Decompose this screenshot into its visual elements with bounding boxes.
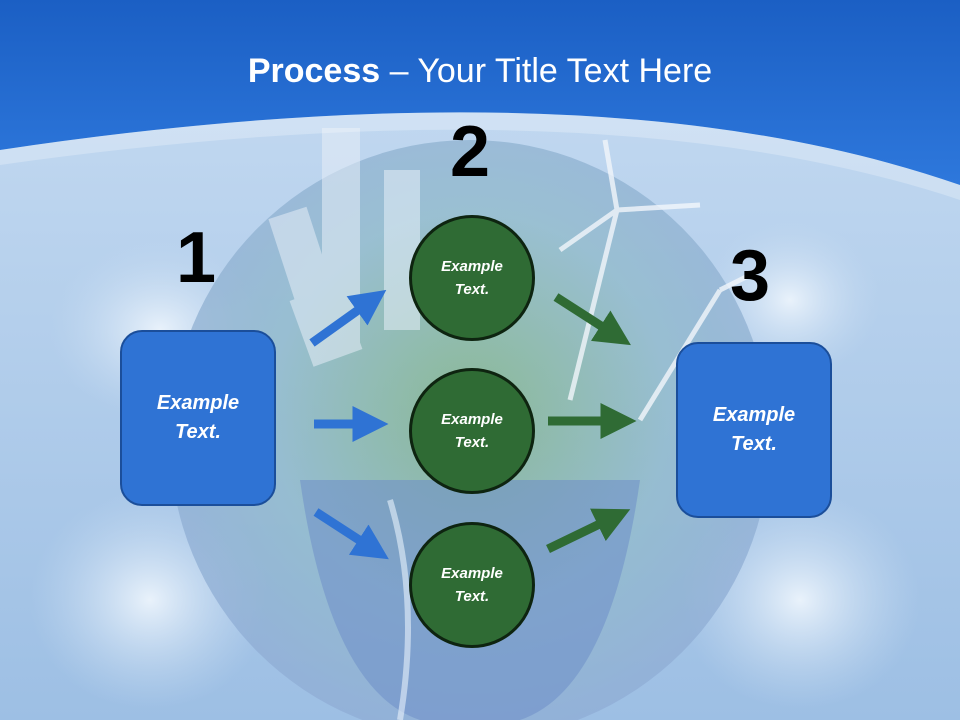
circle-middle-label: Example Text.	[441, 411, 503, 451]
arrow-green-up	[546, 508, 631, 554]
title-bold: Process	[247, 52, 381, 90]
circle-bottom-label: Example Text.	[441, 565, 503, 605]
arrow-blue-down	[313, 508, 389, 560]
step-number-1: 1	[176, 218, 217, 298]
step-box-1-label: Example Text.	[156, 392, 240, 443]
circle-top-label: Example Text.	[441, 258, 503, 298]
page-title: Process – Your Title Text Here	[0, 52, 960, 91]
step-number-2: 2	[450, 112, 491, 192]
title-rest: – Your Title Text Here	[380, 52, 713, 90]
arrow-blue-up	[309, 289, 387, 347]
circle-top: Example Text.	[409, 215, 535, 341]
circle-bottom: Example Text.	[409, 522, 535, 648]
step-box-1: Example Text.	[120, 330, 276, 506]
step-number-3: 3	[730, 236, 771, 316]
step-box-3: Example Text.	[676, 342, 832, 518]
arrow-green-down	[553, 293, 631, 346]
circle-middle: Example Text.	[409, 368, 535, 494]
step-box-3-label: Example Text.	[712, 404, 796, 455]
